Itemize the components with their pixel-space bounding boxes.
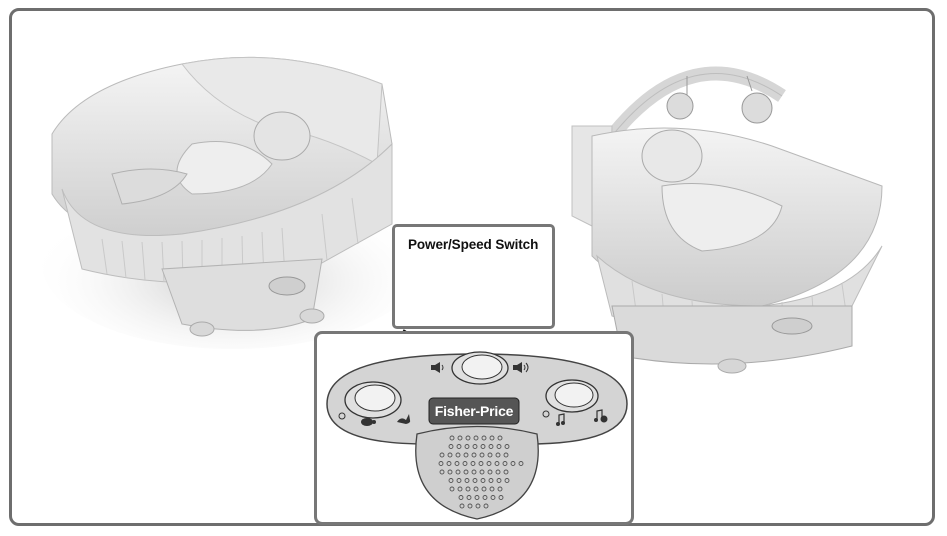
fisher-price-logo: Fisher-Price bbox=[434, 403, 514, 419]
music-sound-switch[interactable] bbox=[542, 379, 608, 426]
speaker-high-icon bbox=[513, 362, 529, 373]
power-speed-switch[interactable] bbox=[338, 381, 411, 426]
speaker-low-icon bbox=[431, 362, 444, 373]
music-sound-icon bbox=[594, 409, 608, 423]
callout-title: Power/Speed Switch bbox=[408, 237, 539, 252]
power-speed-switch-callout: Power/Speed Switch bbox=[392, 224, 555, 329]
control-panel-detail: Fisher-Price bbox=[314, 331, 634, 525]
bassinet-illustration-toy-bar bbox=[571, 66, 883, 374]
logo-plate bbox=[428, 397, 520, 425]
turtle-icon bbox=[361, 418, 376, 426]
bassinet-illustration-sleeping-baby bbox=[42, 56, 422, 349]
rabbit-icon bbox=[397, 414, 411, 424]
control-panel-drawing bbox=[326, 351, 628, 520]
speaker-grille bbox=[438, 435, 524, 509]
volume-switch[interactable] bbox=[431, 351, 529, 385]
music-note-icon bbox=[556, 413, 565, 426]
off-indicator bbox=[542, 410, 550, 418]
off-indicator bbox=[338, 412, 346, 420]
